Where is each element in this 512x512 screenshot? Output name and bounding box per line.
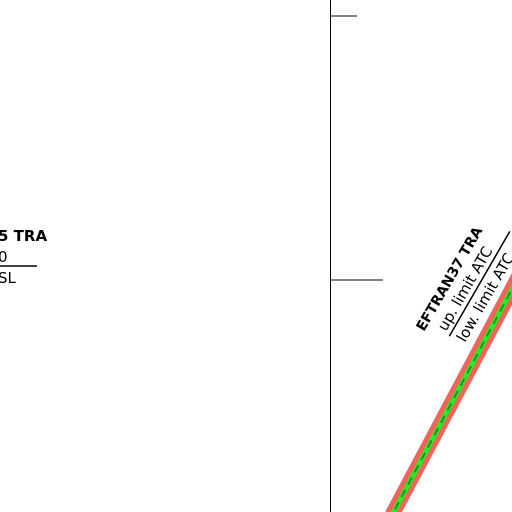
right-area-label: EFTRAN37 TRA up. limit ATC low. limit AT… — [414, 224, 512, 345]
left-area-name: 5 TRA — [0, 227, 47, 245]
left-area-lower-limit: SL — [0, 269, 17, 287]
right-area-divider — [448, 231, 511, 337]
tra-boundary — [385, 272, 512, 512]
left-area-upper-limit: 0 — [0, 248, 8, 266]
left-area-label: 5 TRA 0 SL — [0, 227, 47, 287]
